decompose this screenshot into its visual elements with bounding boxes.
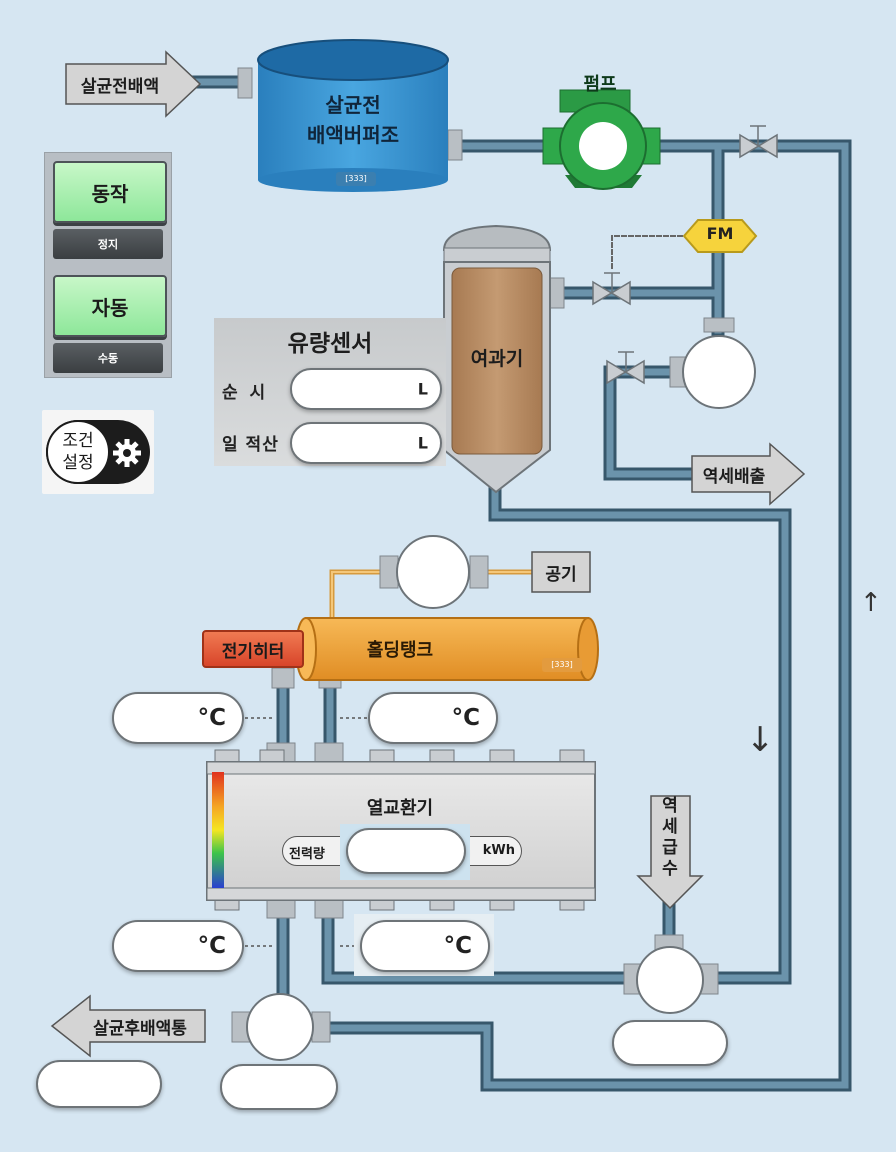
backwash-in-char: 역 (662, 796, 678, 816)
inflow-label: 살균전배액 (80, 76, 160, 97)
temp-unit: °C (197, 933, 226, 959)
backwash-in-char: 급 (662, 838, 678, 858)
stop-button[interactable]: 정지 (53, 229, 163, 259)
gear-icon (113, 439, 141, 467)
buffer-tank-label: 살균전 배액버퍼조 (268, 90, 438, 150)
total-flow-unit: L (417, 433, 428, 453)
flow-meter (682, 219, 758, 253)
pump-label: 펌프 (583, 74, 617, 95)
air-label: 공기 (545, 564, 577, 585)
backwash-in-label: 역 세 급 수 (651, 796, 689, 880)
temp-leaders (245, 717, 368, 947)
temp-holding-field[interactable]: °C (368, 692, 498, 744)
signal-line-fm (611, 235, 691, 269)
temp-unit: °C (443, 933, 472, 959)
electric-heater[interactable]: 전기히터 (202, 630, 304, 668)
total-flow-field[interactable]: L (290, 422, 442, 464)
buffer-tank-line1: 살균전 (325, 93, 381, 117)
settings-label: 조건 설정 (46, 420, 110, 484)
flow-meter-label: FM (706, 224, 734, 243)
instant-flow-label: 순 시 (222, 383, 269, 403)
temp-return-field[interactable]: °C (360, 920, 490, 972)
buffer-tank-line2: 배액버퍼조 (307, 123, 399, 147)
outflow-volume-readout[interactable] (36, 1060, 162, 1108)
outflow-pump (231, 993, 331, 1061)
run-button[interactable]: 동작 (53, 161, 167, 223)
instant-flow-field[interactable]: L (290, 368, 442, 410)
settings-line1: 조건 (62, 431, 94, 451)
flow-down-arrow: ↓ (746, 720, 775, 760)
power-value-field[interactable] (346, 828, 466, 874)
outflow-pump-readout[interactable] (220, 1064, 338, 1110)
manual-button[interactable]: 수동 (53, 343, 163, 373)
filter-label: 여과기 (470, 348, 524, 370)
temp-unit: °C (197, 705, 226, 731)
holding-tank-plate: [333] (542, 658, 582, 672)
backwash-pump (669, 317, 756, 409)
flow-sensor-panel: 유량센서 순 시 L 일 적산 L (214, 318, 446, 466)
flow-sensor-title: 유량센서 (287, 331, 373, 357)
instant-flow-unit: L (417, 379, 428, 399)
temp-heater-field[interactable]: °C (112, 692, 244, 744)
valves (592, 125, 778, 385)
flow-up-arrow: ↑ (860, 588, 882, 618)
power-label: 전력량 (289, 847, 325, 862)
power-unit: kWh (482, 843, 515, 858)
condition-settings-button[interactable]: 조건 설정 (42, 410, 154, 494)
settings-line2: 설정 (62, 453, 94, 473)
backwash-supply-pump (623, 946, 719, 1014)
total-flow-label: 일 적산 (222, 435, 279, 455)
backwash-pump-readout[interactable] (612, 1020, 728, 1066)
temp-outflow-field[interactable]: °C (112, 920, 244, 972)
flow-arrow-shapes (50, 50, 806, 1058)
heat-exchanger-label: 열교환기 (366, 798, 434, 819)
backwash-out-label: 역세배출 (702, 466, 766, 487)
backwash-in-char: 세 (662, 817, 678, 837)
control-panel: 동작 정지 자동 수동 (44, 152, 172, 378)
filter-vessel (442, 224, 552, 494)
holding-tank-label: 홀딩탱크 (366, 640, 434, 661)
temp-unit: °C (451, 705, 480, 731)
main-pump (542, 89, 661, 190)
buffer-tank-plate: [333] (336, 172, 376, 186)
backwash-in-char: 수 (662, 859, 678, 879)
outflow-label: 살균후배액통 (93, 1018, 187, 1039)
auto-button[interactable]: 자동 (53, 275, 167, 337)
air-pump (379, 535, 489, 609)
